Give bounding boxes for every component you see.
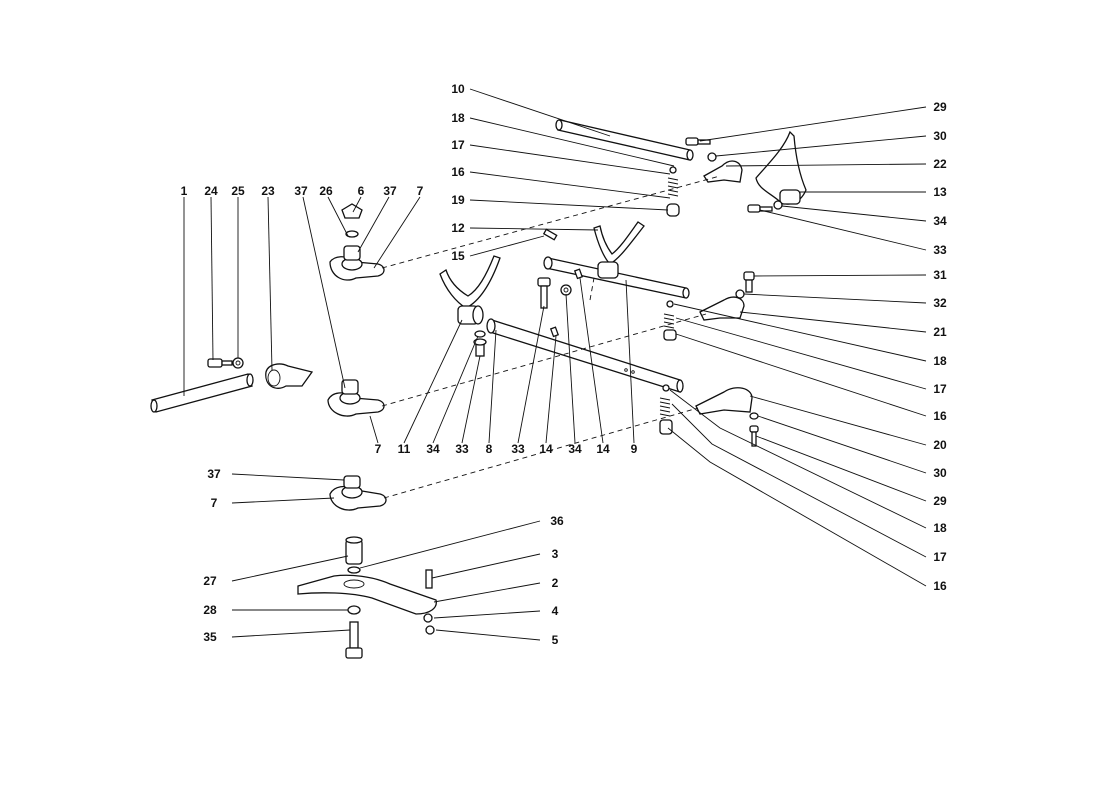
callout-27: 27 (203, 574, 217, 588)
callout-11: 11 (398, 442, 411, 456)
spring-lower-part (659, 384, 673, 435)
lower-right-assembly-part (695, 387, 759, 447)
callout-6: 6 (358, 184, 365, 198)
spring-top-part (666, 166, 680, 217)
callout-15: 15 (451, 249, 465, 263)
callout-33: 33 (933, 243, 947, 257)
callout-13: 13 (933, 185, 947, 199)
callout-20: 20 (933, 438, 947, 452)
callout-25: 25 (231, 184, 245, 198)
callout-16: 16 (933, 579, 947, 593)
center-bolts-part (537, 228, 584, 338)
shaft-part (486, 318, 684, 393)
callout-14: 14 (539, 442, 553, 456)
leader-lines (183, 88, 927, 641)
callout-9: 9 (631, 442, 638, 456)
callout-33: 33 (455, 442, 469, 456)
callout-29: 29 (933, 100, 947, 114)
callout-37: 37 (207, 467, 221, 481)
callout-30: 30 (933, 129, 947, 143)
callout-36: 36 (550, 514, 564, 528)
callout-17: 17 (933, 550, 947, 564)
callout-10: 10 (451, 82, 465, 96)
callout-33: 33 (511, 442, 525, 456)
callout-3: 3 (552, 547, 559, 561)
callout-8: 8 (486, 442, 493, 456)
callout-17: 17 (451, 138, 465, 152)
callout-34: 34 (568, 442, 582, 456)
callout-16: 16 (451, 165, 465, 179)
callout-28: 28 (203, 603, 217, 617)
callout-37: 37 (294, 184, 308, 198)
rod-part (150, 373, 254, 413)
upper-right-assembly-part (685, 130, 807, 213)
spring-middle-part (663, 300, 677, 341)
bolt-small-part (473, 330, 487, 357)
callout-16: 16 (933, 409, 947, 423)
callout-34: 34 (933, 214, 947, 228)
lever-middle-part (327, 379, 385, 417)
callout-7: 7 (417, 184, 424, 198)
selector-finger-part (265, 363, 314, 389)
alignment-lines (381, 175, 721, 499)
callout-5: 5 (552, 633, 559, 647)
fork-left-part (439, 255, 501, 325)
callout-18: 18 (933, 354, 947, 368)
callout-1: 1 (181, 184, 188, 198)
fork-center-part (543, 221, 690, 299)
callout-17: 17 (933, 382, 947, 396)
callout-32: 32 (933, 296, 947, 310)
callout-34: 34 (426, 442, 440, 456)
callout-21: 21 (933, 325, 947, 339)
callout-7: 7 (211, 496, 218, 510)
callout-18: 18 (933, 521, 947, 535)
callout-2: 2 (552, 576, 559, 590)
callout-35: 35 (203, 630, 217, 644)
callout-7: 7 (375, 442, 382, 456)
callout-4: 4 (552, 604, 559, 618)
callout-12: 12 (451, 221, 465, 235)
callout-18: 18 (451, 111, 465, 125)
lever-lower-part (329, 475, 387, 511)
callout-22: 22 (933, 157, 947, 171)
bottom-plate-part (297, 536, 437, 659)
callout-30: 30 (933, 466, 947, 480)
lever-upper-part (329, 203, 385, 281)
callout-19: 19 (451, 193, 465, 207)
callout-26: 26 (319, 184, 333, 198)
callout-23: 23 (261, 184, 275, 198)
bolt-part (207, 357, 244, 369)
callout-24: 24 (204, 184, 218, 198)
callout-labels: 1 24 25 23 37 26 6 37 7 37 7 7 11 34 33 … (181, 82, 947, 647)
callout-31: 31 (933, 268, 947, 282)
callout-14: 14 (596, 442, 610, 456)
callout-37: 37 (383, 184, 397, 198)
callout-29: 29 (933, 494, 947, 508)
